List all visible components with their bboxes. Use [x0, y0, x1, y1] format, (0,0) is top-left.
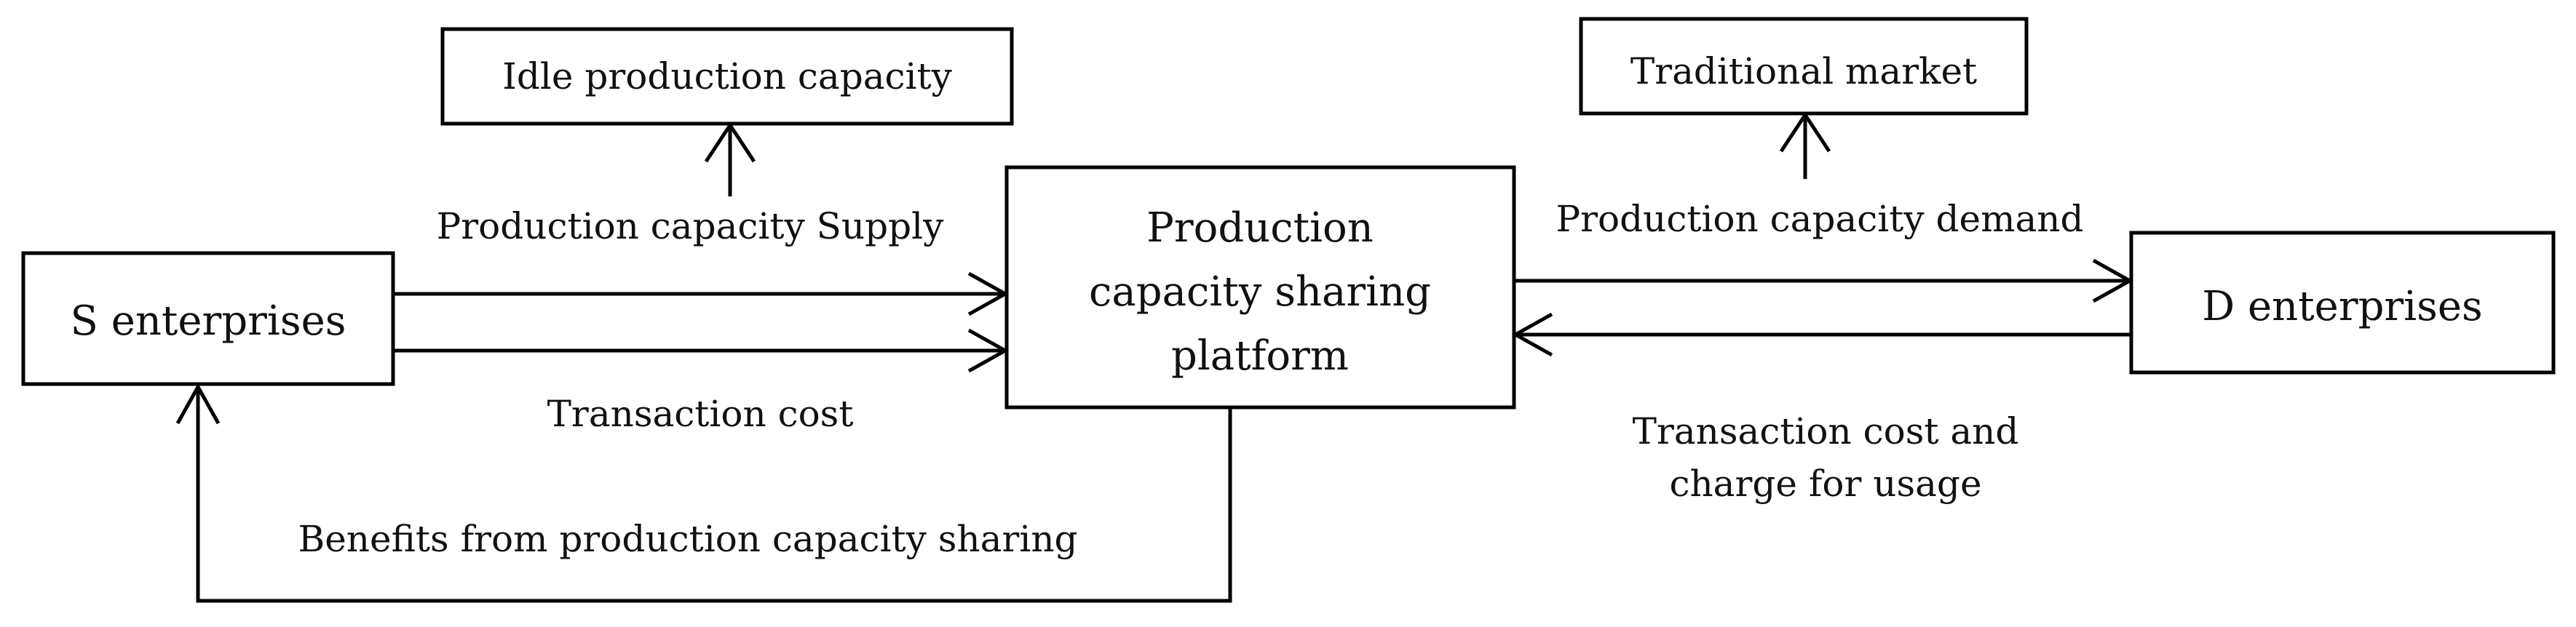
- idle-capacity-label: Idle production capacity: [502, 55, 952, 97]
- s-enterprises-label: S enterprises: [71, 297, 346, 345]
- s-enterprises-box: [21, 251, 395, 386]
- d-enterprises-label: D enterprises: [2202, 283, 2482, 330]
- platform-label-line3: platform: [1171, 332, 1349, 380]
- transaction-cost-charge-line1: Transaction cost and: [1633, 410, 2019, 452]
- transaction-cost-label: Transaction cost: [547, 393, 854, 435]
- traditional-market-label: Traditional market: [1630, 50, 1977, 92]
- platform-box: [1004, 165, 1516, 410]
- traditional-market-box: [1579, 17, 2029, 116]
- capacity-demand-label: Production capacity demand: [1555, 198, 2083, 240]
- platform-label-line1: Production: [1146, 204, 1374, 252]
- idle-capacity-box: [440, 27, 1014, 126]
- arrow-benefits-loop: [175, 383, 1232, 603]
- arrow-cost-and-charge: [1511, 312, 2130, 357]
- arrow-transaction-cost: [394, 328, 1010, 373]
- platform-label-line2: capacity sharing: [1089, 268, 1431, 316]
- capacity-supply-label: Production capacity Supply: [437, 205, 944, 247]
- d-enterprises-box: [2129, 231, 2556, 375]
- arrow-capacity-supply: [394, 271, 1010, 316]
- arrow-to-traditional-market: [1779, 111, 1831, 179]
- transaction-cost-charge-line2: charge for usage: [1669, 463, 1981, 505]
- benefits-label: Benefits from production capacity sharin…: [298, 518, 1077, 560]
- arrow-capacity-demand: [1515, 258, 2134, 303]
- arrow-to-idle-capacity: [704, 121, 756, 196]
